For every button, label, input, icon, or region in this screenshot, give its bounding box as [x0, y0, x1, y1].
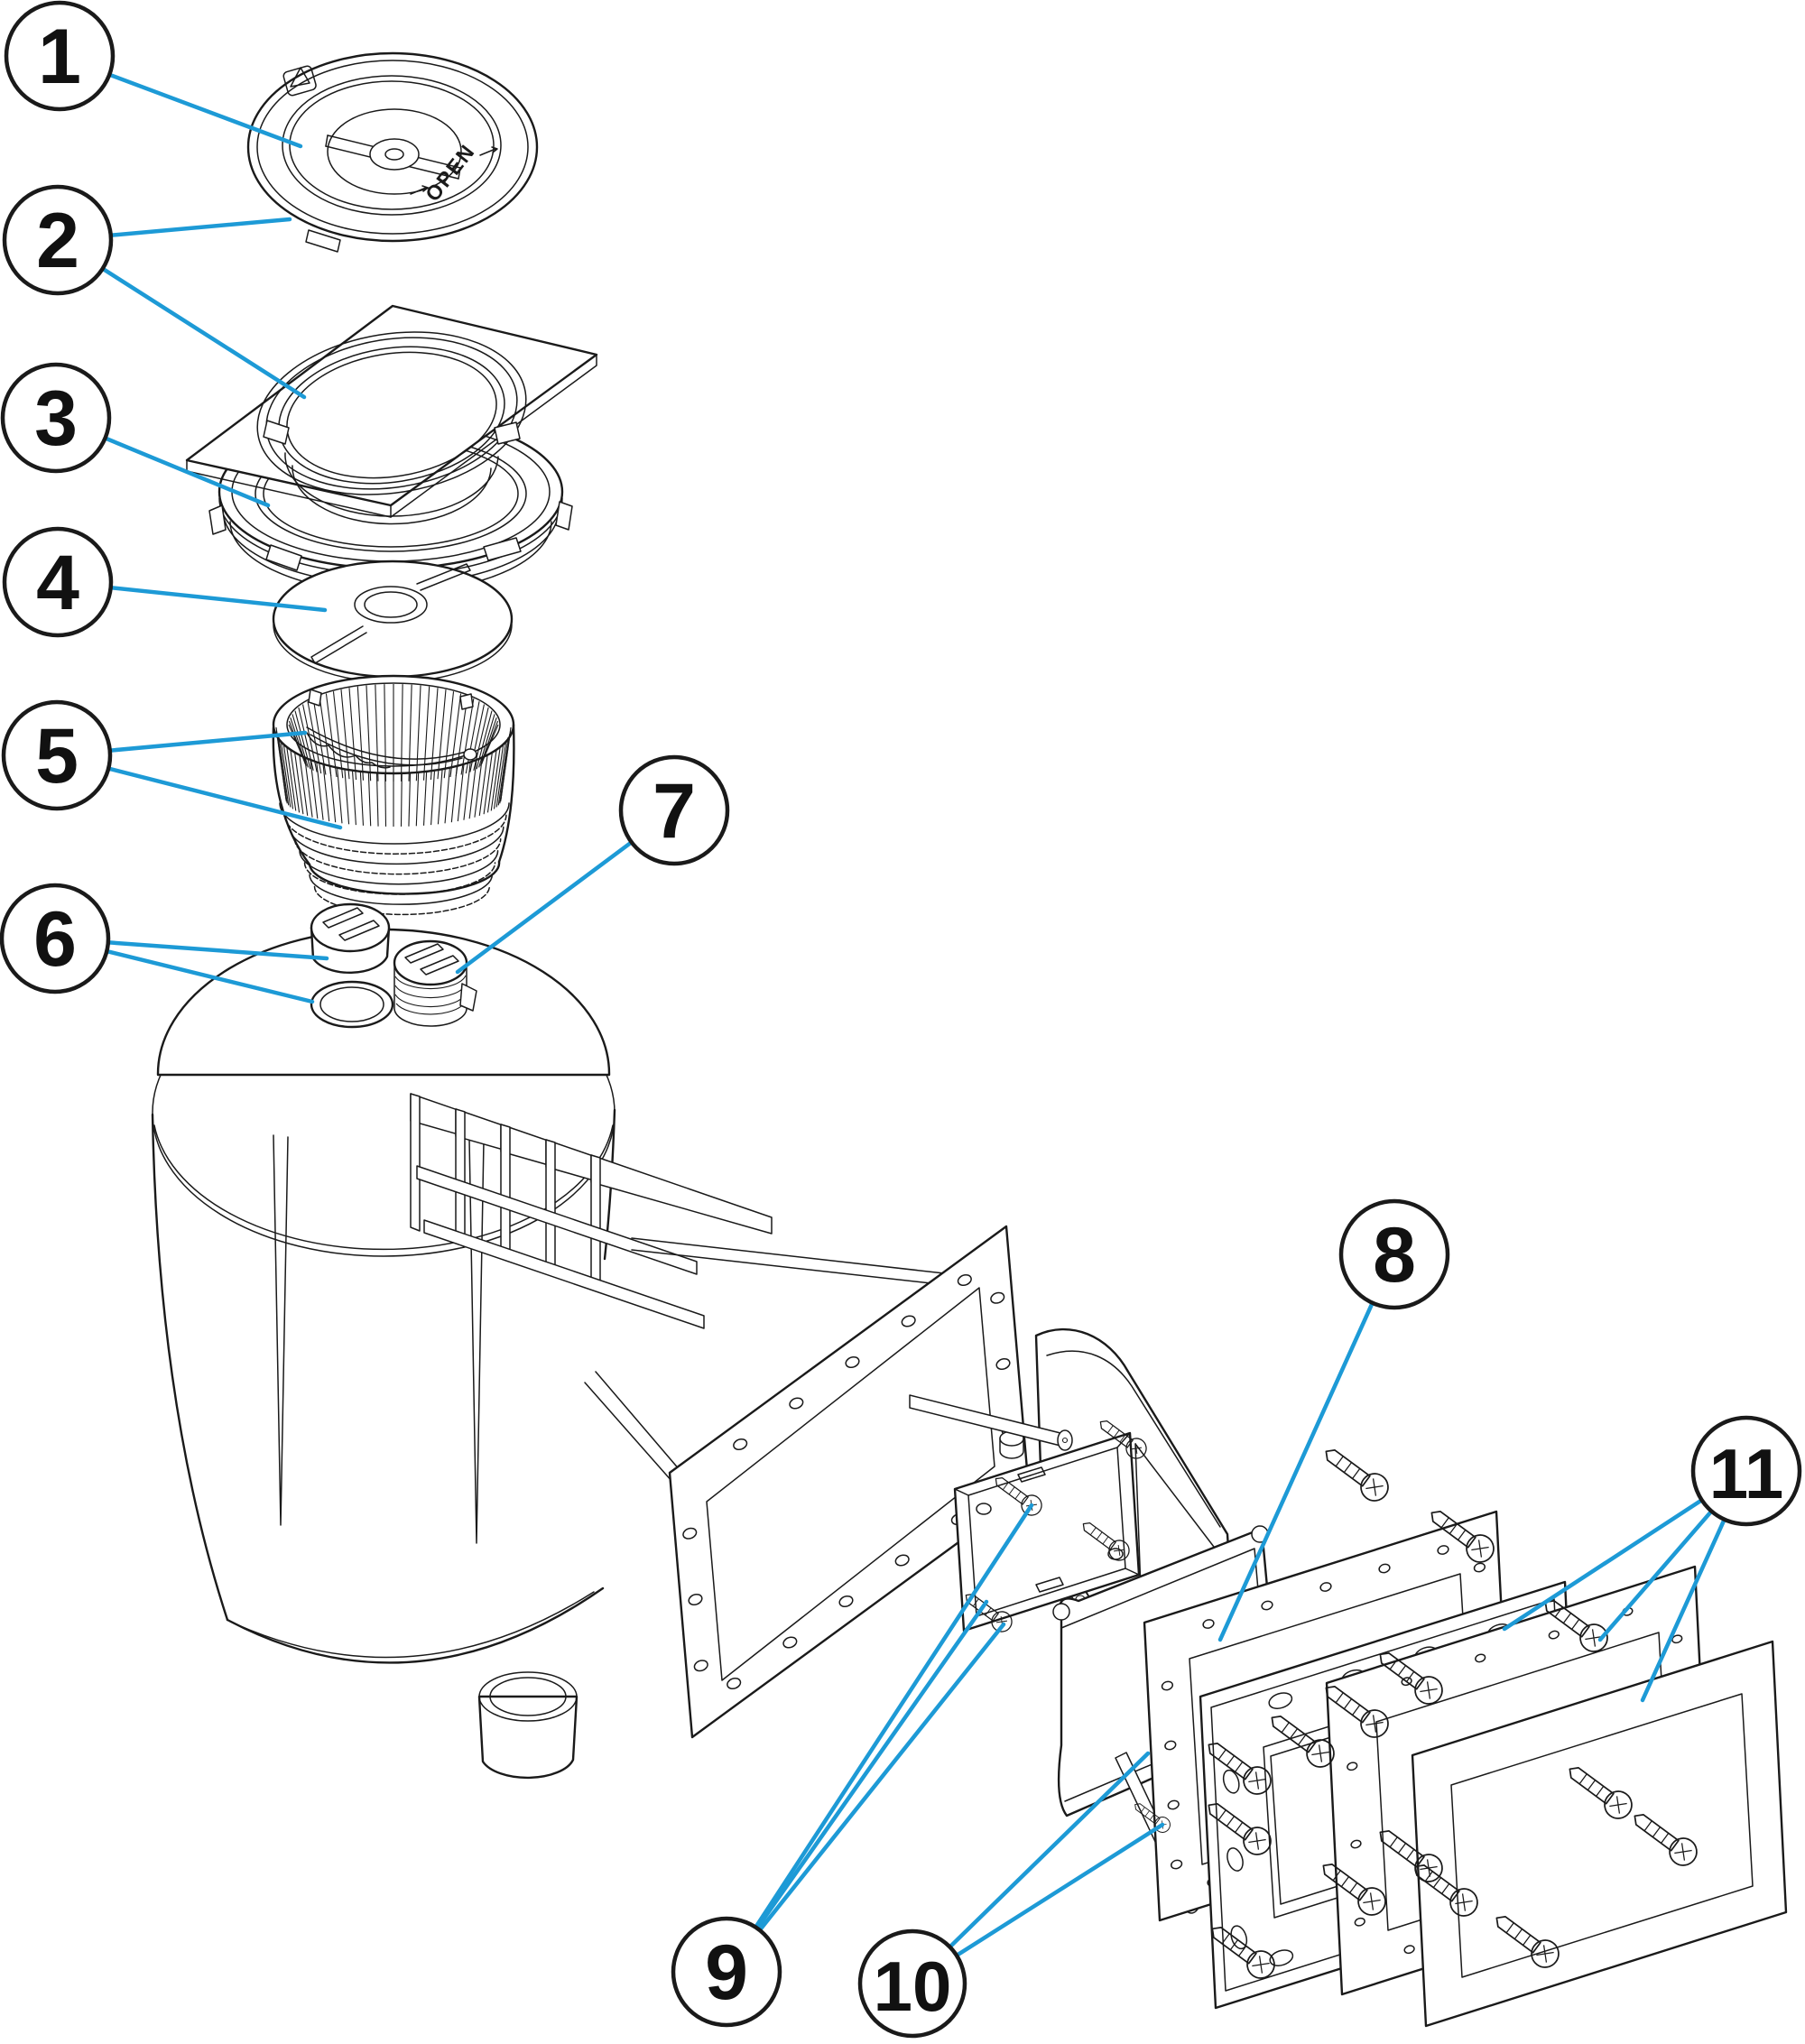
- lid-tab: [305, 229, 341, 253]
- callout-circle-8: [1338, 1198, 1450, 1310]
- part-top-plug-left: [310, 902, 391, 975]
- faceplate-screw: [1325, 1449, 1389, 1502]
- part-skimmer-basket: [272, 674, 515, 916]
- callout-9: 9: [671, 1916, 782, 2028]
- body-drain-stub: [477, 1671, 579, 1780]
- part-square-deck-frame: [185, 304, 598, 525]
- callout-8: 8: [1338, 1198, 1450, 1310]
- callout-number-9: 9: [705, 1929, 748, 2016]
- part-circular-locking-lid: OPEN: [246, 51, 539, 253]
- callout-circle-6: [0, 883, 111, 994]
- callout-5: 5: [1, 699, 113, 811]
- callout-circle-7: [618, 754, 730, 866]
- part-top-plug-right: [393, 939, 477, 1027]
- callout-circle-9: [671, 1916, 782, 2028]
- callout-circle-10: [857, 1928, 967, 2039]
- callout-number-1: 1: [38, 14, 81, 100]
- weir-frame-screw: [1099, 1420, 1147, 1459]
- square-frame-collar: [263, 420, 521, 525]
- body-seam-lines: [273, 1134, 485, 1544]
- callout-number-2: 2: [36, 198, 79, 284]
- callout-number-11: 11: [1709, 1434, 1783, 1513]
- callout-circle-11: [1690, 1415, 1802, 1527]
- lid-brand-logo-icon: [282, 65, 317, 97]
- callout-circle-5: [1, 699, 113, 811]
- callout-number-3: 3: [34, 375, 78, 462]
- faceplate-screw: [1322, 1864, 1386, 1916]
- faceplate-screw: [1430, 1511, 1495, 1563]
- callout-2: 2: [2, 184, 114, 296]
- basket-handle: [306, 726, 477, 766]
- faceplate-screw: [1208, 1743, 1272, 1795]
- callout-number-10: 10: [874, 1947, 952, 2026]
- cover-plate-rib: [310, 563, 471, 664]
- skimmer-body: [151, 928, 616, 1780]
- vacuum-port-hole: [310, 980, 394, 1029]
- weir-frame-screw: [1082, 1521, 1130, 1561]
- lid-handle: [325, 134, 461, 180]
- basket-mesh-texture: [275, 684, 512, 916]
- leader-line-10: [910, 1751, 1151, 1986]
- faceplate-screw: [1211, 1927, 1275, 1979]
- callout-circle-3: [0, 362, 112, 474]
- callout-number-5: 5: [35, 713, 79, 800]
- fin-rails: [416, 1165, 705, 1329]
- callout-number-4: 4: [36, 540, 79, 626]
- part-basket-cover-plate: [272, 560, 514, 683]
- callout-number-6: 6: [33, 896, 77, 983]
- faceplate-screw: [1271, 1716, 1335, 1768]
- faceplate-screw: [1379, 1652, 1443, 1705]
- lid-rotation-arrows: [410, 146, 498, 195]
- callout-10: 10: [857, 1928, 967, 2039]
- faceplate-screw: [1634, 1814, 1698, 1866]
- throat-rib-fins: [410, 1093, 773, 1329]
- callout-7: 7: [618, 754, 730, 866]
- faceplate-screw: [1495, 1916, 1560, 1968]
- faceplate-screw: [1325, 1686, 1389, 1738]
- flange-screw-holes: [682, 1273, 1016, 1690]
- callout-number-8: 8: [1373, 1212, 1416, 1299]
- throat-mouth-flange: [668, 1225, 1031, 1739]
- leader-line-9: [724, 1622, 1006, 1975]
- callout-number-7: 7: [653, 768, 696, 855]
- faceplate-screw: [1414, 1864, 1478, 1917]
- screws-layer: [965, 1420, 1698, 1979]
- weir-frame-screw: [995, 1476, 1042, 1516]
- callout-6: 6: [0, 883, 111, 994]
- callout-circle-2: [2, 184, 114, 296]
- faceplate-screw: [1569, 1767, 1633, 1819]
- callout-4: 4: [2, 526, 114, 638]
- faceplate-screw: [1208, 1803, 1272, 1855]
- callout-1: 1: [4, 0, 116, 112]
- weir-support-frame: [953, 1431, 1141, 1632]
- leader-line-9: [724, 1503, 1034, 1975]
- callout-circle-4: [2, 526, 114, 638]
- gasket-screw: [1134, 1803, 1171, 1833]
- callout-11: 11: [1690, 1415, 1802, 1527]
- collar-ring-tabs: [208, 501, 573, 571]
- leader-line-9: [724, 1599, 989, 1975]
- callout-3: 3: [0, 362, 112, 474]
- leader-line-8: [1217, 1252, 1397, 1642]
- weir-pivot-rod: [909, 1394, 1073, 1451]
- callout-circle-1: [4, 0, 116, 112]
